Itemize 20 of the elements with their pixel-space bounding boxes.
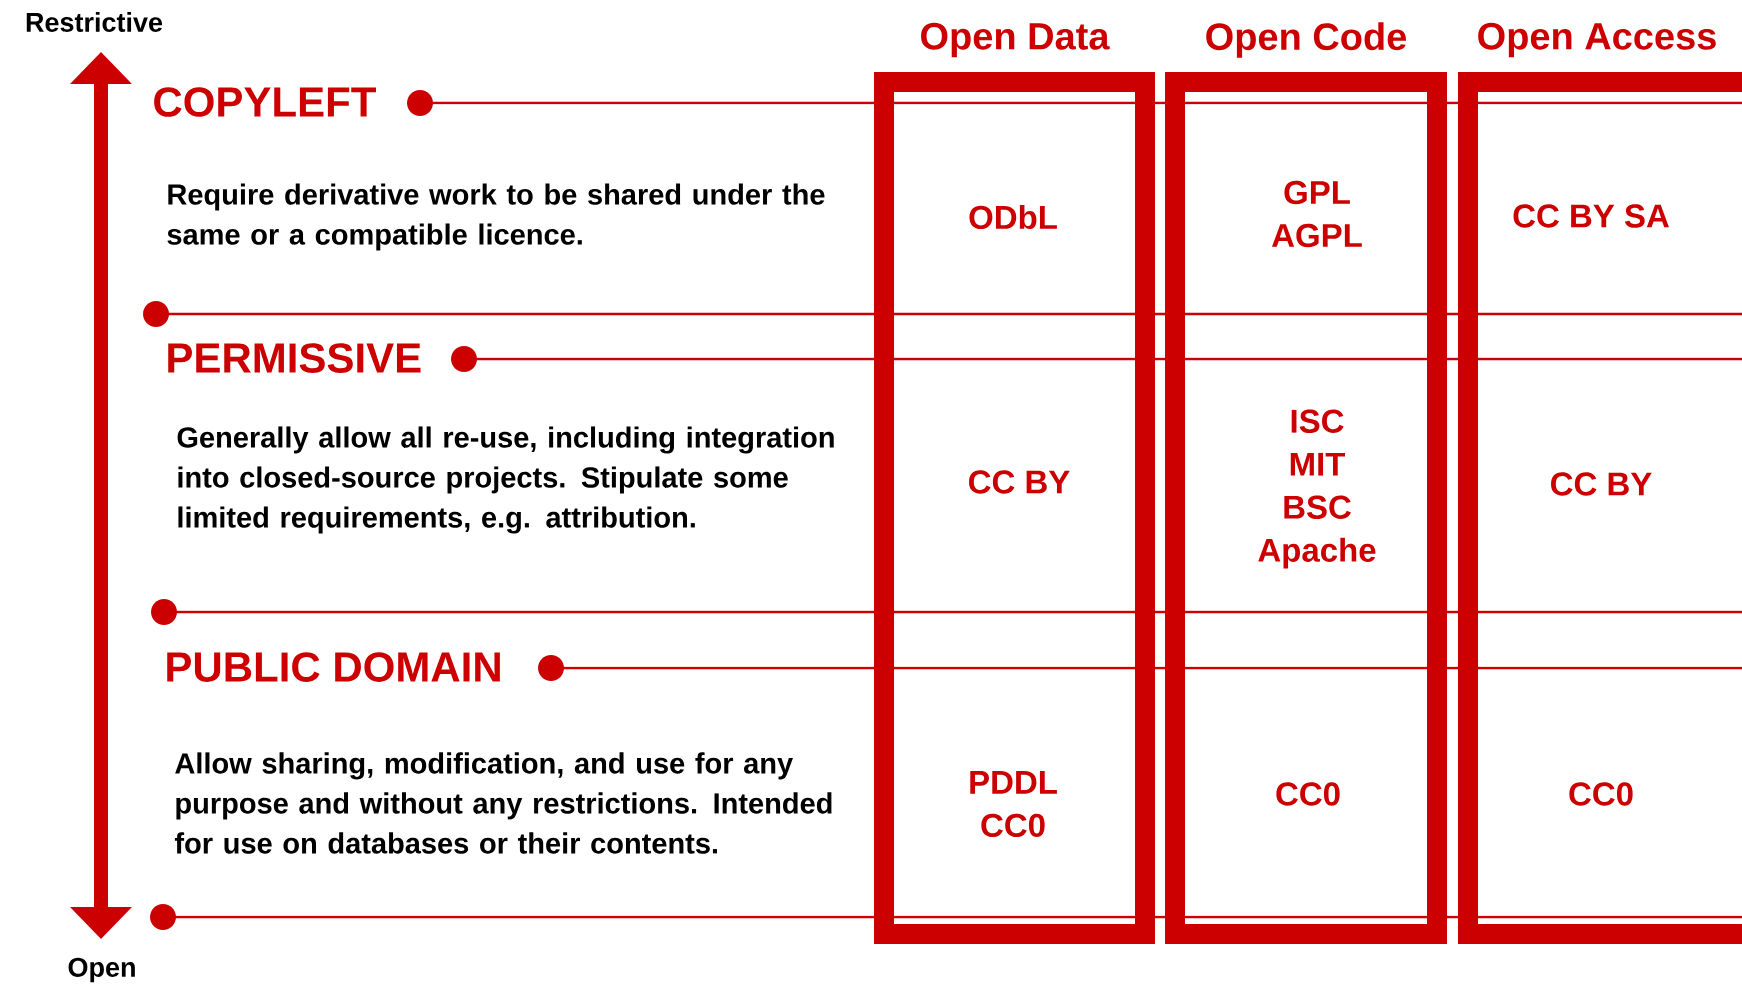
licence-names: CC BY — [1551, 472, 1652, 496]
licence-names: CC BY — [969, 470, 1070, 494]
licence-names: CC BY SA — [1513, 204, 1669, 228]
licence-names: PDDL CC0 — [970, 771, 1057, 837]
scale-end-label: Open — [68, 957, 135, 983]
column-heading: Open Data — [921, 22, 1110, 58]
scale-end-label: Restrictive — [26, 12, 163, 32]
row-heading: PUBLIC DOMAIN — [167, 652, 500, 682]
description: Generally allow all re-use, including integration into closed-source projects. Stipulate some limited requirements, e.g. attribution. — [177, 426, 834, 534]
licence-names: CC0 — [1276, 782, 1340, 806]
licence-names: CC0 — [1569, 782, 1633, 806]
description: Require derivative work to be shared under the same or a compatible licence. — [167, 183, 825, 251]
licence-names: GPL AGPL — [1272, 180, 1362, 248]
row-heading: COPYLEFT — [154, 87, 376, 117]
licence-names: ISC MIT BSC Apache — [1258, 409, 1376, 569]
description: Allow sharing, modification, and use for any purpose and without any restrictions. Intended for use on databases or their contents. — [174, 752, 832, 854]
row-heading: PERMISSIVE — [168, 343, 421, 373]
licence-names: ODbL — [969, 204, 1057, 230]
column-heading: Open Access — [1478, 22, 1716, 58]
column-heading: Open Code — [1206, 22, 1406, 58]
